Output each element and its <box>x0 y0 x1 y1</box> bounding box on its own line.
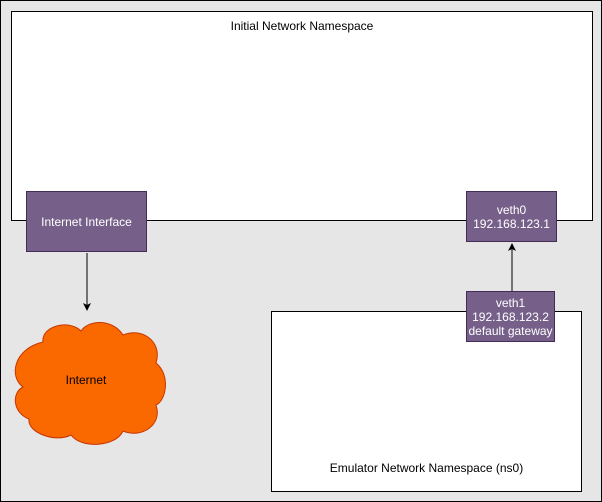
veth1-name: veth1 <box>495 295 526 310</box>
emulator-namespace-title: Emulator Network Namespace (ns0) <box>329 461 524 475</box>
initial-network-namespace[interactable]: Initial Network Namespace <box>11 11 593 221</box>
initial-namespace-title: Initial Network Namespace <box>230 19 374 33</box>
veth1-ip: 192.168.123.2 <box>472 309 549 324</box>
veth0-ip: 192.168.123.1 <box>473 216 550 231</box>
internet-interface-node[interactable]: Internet Interface <box>26 191 147 252</box>
veth1-node[interactable]: veth1 192.168.123.2 default gateway <box>466 291 555 342</box>
veth0-node[interactable]: veth0 192.168.123.1 <box>466 191 557 242</box>
veth0-name: veth0 <box>496 202 527 217</box>
internet-interface-label: Internet Interface <box>41 214 132 229</box>
veth1-note: default gateway <box>468 323 553 338</box>
internet-cloud-label: Internet <box>65 373 107 387</box>
